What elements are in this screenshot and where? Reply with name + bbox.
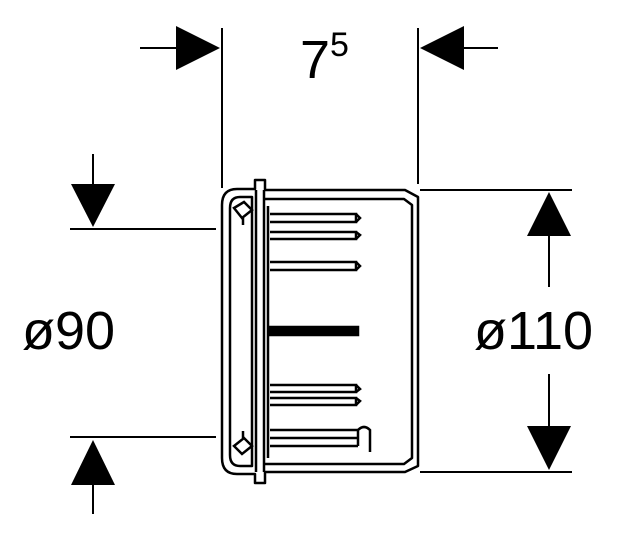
- outer-arrow-down-icon: [527, 426, 571, 470]
- inner-diameter-label: ø90: [22, 301, 115, 361]
- fitting-body: [220, 178, 420, 485]
- inner-arrow-down-icon: [71, 184, 115, 227]
- outer-arrow-up-icon: [527, 192, 571, 236]
- rib-5: [270, 383, 358, 394]
- fitting-inner-outline: [228, 195, 254, 468]
- fitting-clips: [232, 200, 254, 456]
- sleeve-outline: [264, 197, 414, 466]
- fitting-outer-outline: [220, 178, 420, 485]
- fitting-ribs: [268, 212, 372, 452]
- width-arrow-right-icon: [420, 26, 464, 70]
- inner-arrow-up-icon: [71, 440, 115, 485]
- clip-bottom: [232, 436, 254, 456]
- rib-6: [270, 396, 358, 407]
- width-dimension: [140, 28, 498, 188]
- rib-5-tip: [355, 384, 362, 393]
- width-label-base: 7: [300, 30, 330, 90]
- rib-3-tip: [355, 261, 362, 271]
- outer-diameter-label: ø110: [474, 301, 593, 361]
- rib-2: [270, 230, 358, 241]
- rib-3: [270, 260, 358, 272]
- rib-1: [270, 212, 358, 224]
- rib-2-tip: [355, 231, 362, 240]
- rib-6-tip: [355, 397, 362, 406]
- width-arrow-left-icon: [176, 26, 220, 70]
- inner-diameter-dimension: [70, 154, 216, 514]
- rib-4: [268, 325, 360, 337]
- clip-top: [232, 200, 254, 220]
- width-label: 75: [300, 26, 349, 90]
- rib-latch: [356, 425, 372, 452]
- rib-1-tip: [355, 213, 362, 223]
- width-label-superscript: 5: [330, 26, 349, 64]
- outer-diameter-dimension: [420, 189, 572, 473]
